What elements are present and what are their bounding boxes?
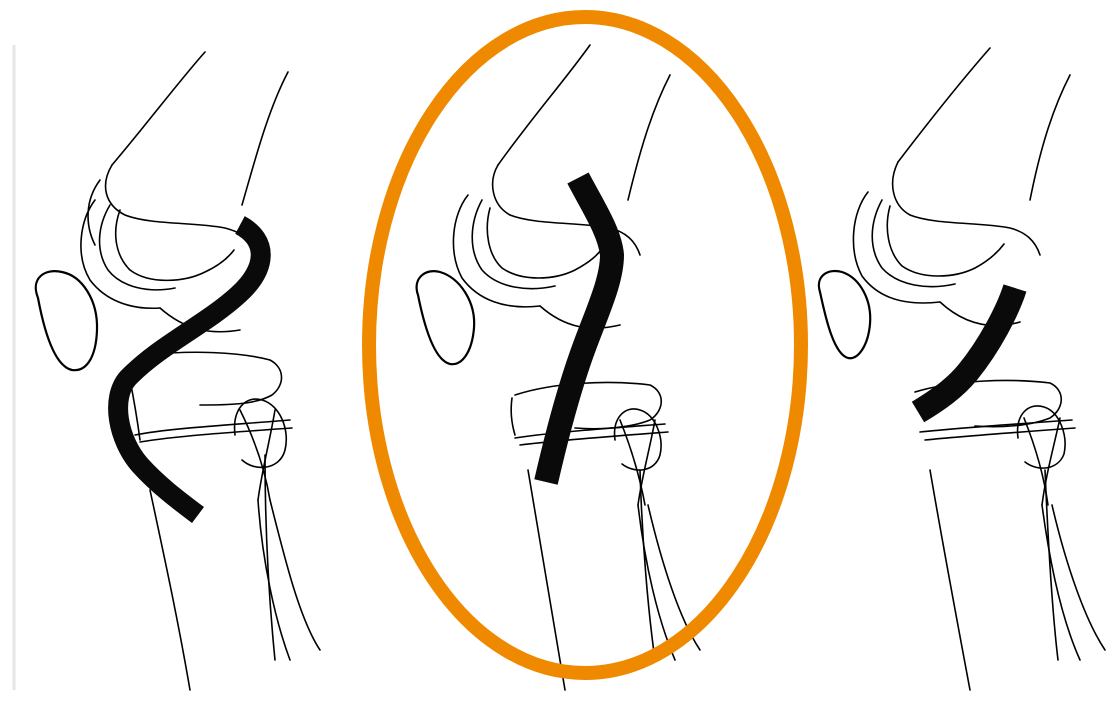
- fibula-head: [1018, 406, 1065, 468]
- femoral-articular-outer: [453, 195, 540, 307]
- tibial-plateau: [515, 382, 661, 428]
- femoral-condyle: [893, 162, 1040, 255]
- femoral-articular-inner: [872, 200, 955, 287]
- femoral-articular-inner2: [116, 210, 234, 280]
- knee-panel-middle[interactable]: [417, 45, 700, 690]
- fibula-line2: [1042, 418, 1060, 505]
- tibia-anterior-edge: [930, 470, 970, 690]
- tibial-plateau-line: [135, 420, 290, 435]
- fibula-head: [235, 399, 287, 467]
- femoral-condyle: [106, 165, 260, 255]
- femur-posterior-edge: [1030, 75, 1070, 200]
- patella: [819, 271, 870, 358]
- femur-anterior-edge: [498, 45, 590, 165]
- femoral-articular-outer: [81, 200, 160, 308]
- femoral-articular-inner2: [887, 206, 1004, 276]
- fibula-shaft-2: [1052, 505, 1105, 650]
- patella: [36, 271, 97, 370]
- fibula-shaft-1: [258, 500, 290, 660]
- femur-anterior-edge: [898, 48, 990, 162]
- fibula-line2: [258, 410, 275, 500]
- tibia-anterior-edge: [150, 490, 190, 690]
- fibula-shaft-2: [270, 500, 320, 650]
- knee-panel-right: [819, 48, 1105, 690]
- graft-s-curve: [118, 225, 261, 515]
- tibia-anterior-upper: [511, 398, 515, 435]
- fibula-head: [615, 409, 661, 470]
- patella: [417, 271, 475, 364]
- condyle-outline: [88, 180, 100, 245]
- femoral-articular-inner: [100, 205, 175, 290]
- femur-posterior-edge: [628, 75, 670, 200]
- femur-posterior-edge: [242, 72, 288, 205]
- femur-anterior-edge: [112, 52, 205, 165]
- tibial-plateau: [150, 352, 282, 405]
- graft-short: [918, 288, 1015, 412]
- tibial-plateau-line: [515, 424, 665, 438]
- knee-panel-left: [36, 52, 320, 690]
- femoral-articular-inner: [472, 200, 555, 289]
